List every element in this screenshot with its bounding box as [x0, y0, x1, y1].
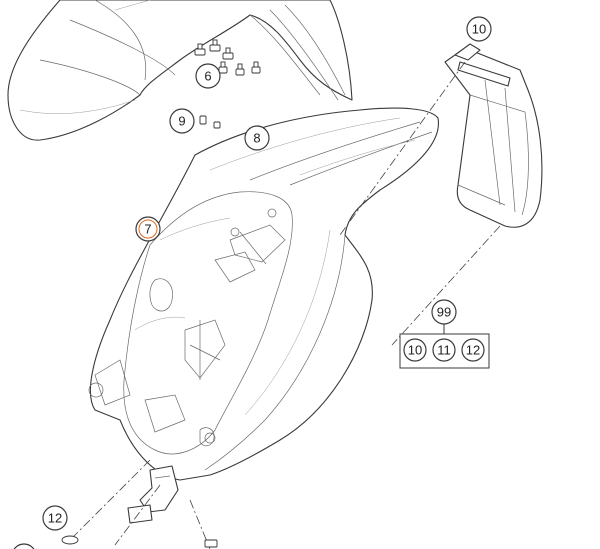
partial-callout [13, 543, 35, 549]
callout-10: 10 [466, 16, 492, 42]
front-fender-part [7, 0, 353, 141]
rear-cover-part [444, 43, 543, 228]
svg-text:12: 12 [48, 511, 62, 526]
callout-9: 9 [169, 108, 195, 134]
svg-text:10: 10 [408, 343, 422, 358]
svg-text:99: 99 [437, 305, 451, 320]
svg-text:10: 10 [472, 22, 486, 37]
rear-side-panel-part [88, 107, 440, 524]
svg-text:12: 12 [466, 343, 480, 358]
svg-text:6: 6 [204, 69, 211, 84]
bottom-fasteners [61, 535, 218, 548]
callout-7-highlighted[interactable]: 7 [135, 216, 161, 242]
callout-99: 99 [431, 299, 457, 334]
callout-6: 6 [195, 63, 221, 89]
assembly-lines [69, 61, 501, 549]
callout-8: 8 [244, 125, 270, 151]
callout-12: 12 [42, 505, 68, 531]
svg-text:8: 8 [253, 131, 260, 146]
svg-text:9: 9 [178, 114, 185, 129]
svg-text:7: 7 [144, 222, 151, 237]
screw-part [199, 115, 221, 129]
svg-text:11: 11 [437, 343, 451, 358]
kit-contents-box: 10 11 12 [399, 333, 490, 369]
clip-set-part [194, 39, 261, 76]
